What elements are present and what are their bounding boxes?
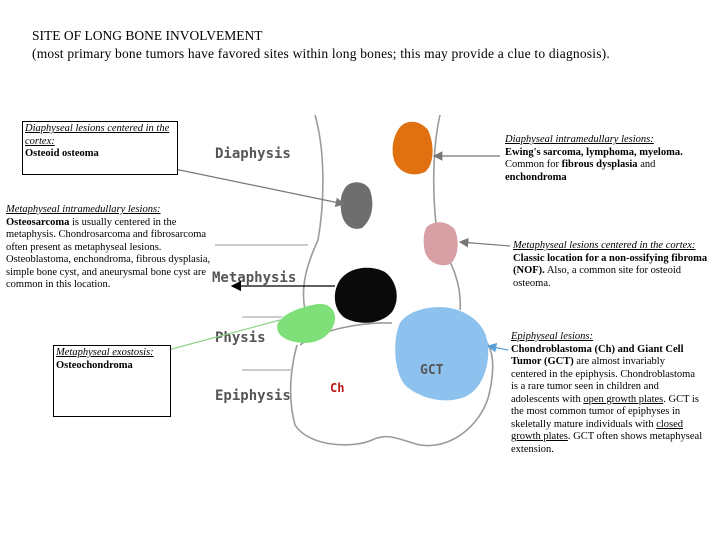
arrow-cortex — [170, 168, 344, 204]
lesion-diaphyseal-intramedullary — [393, 122, 433, 175]
label-epiphysis: Epiphysis — [215, 388, 291, 404]
box-epiphyseal-heading: Epiphyseal lesions: — [511, 331, 703, 344]
box-diaphyseal-intramedullary-text2: and — [638, 159, 656, 170]
label-physis: Physis — [215, 330, 266, 346]
arrow-epiphyseal — [488, 346, 508, 350]
box-diaphyseal-intramedullary-text1: Common for — [505, 159, 562, 170]
box-metaphyseal-cortex: Metaphyseal lesions centered in the cort… — [513, 240, 718, 290]
box-diaphyseal-intramedullary: Diaphyseal intramedullary lesions:Ewing'… — [505, 134, 715, 184]
box-metaphyseal-exostosis-heading: Metaphyseal exostosis: — [56, 347, 168, 360]
label-ch: Ch — [330, 381, 344, 395]
box-metaphyseal-exostosis: Metaphyseal exostosis: Osteochondroma — [53, 345, 171, 417]
box-diaphyseal-intramedullary-bold3: enchondroma — [505, 172, 567, 183]
box-metaphyseal-intramedullary: Metaphyseal intramedullary lesions:Osteo… — [6, 204, 216, 292]
lesion-diaphyseal-cortex — [341, 182, 373, 229]
lesion-metaphyseal-intramedullary — [335, 268, 397, 323]
arrow-metaphyseal-cortex — [460, 242, 510, 246]
box-metaphyseal-cortex-heading: Metaphyseal lesions centered in the cort… — [513, 240, 718, 253]
box-diaphyseal-cortex-tumor: Osteoid osteoma — [25, 148, 99, 159]
box-metaphyseal-exostosis-tumor: Osteochondroma — [56, 360, 133, 371]
box-diaphyseal-intramedullary-tumors: Ewing's sarcoma, lymphoma, myeloma. — [505, 147, 683, 158]
label-metaphysis: Metaphysis — [212, 270, 296, 286]
lesion-metaphyseal-cortex — [424, 222, 458, 265]
box-diaphyseal-cortex: Diaphyseal lesions centered in the corte… — [22, 121, 178, 175]
lesion-gct — [395, 307, 488, 400]
box-epiphyseal-open-plates: open growth plates — [583, 394, 663, 405]
box-diaphyseal-cortex-heading: Diaphyseal lesions centered in the corte… — [25, 123, 175, 148]
lesion-metaphyseal-exostosis — [277, 304, 335, 343]
label-diaphysis: Diaphysis — [215, 146, 291, 162]
box-metaphyseal-intramedullary-heading: Metaphyseal intramedullary lesions: — [6, 204, 216, 217]
box-epiphyseal: Epiphyseal lesions:Chondroblastoma (Ch) … — [511, 331, 703, 456]
label-gct: GCT — [420, 363, 444, 378]
box-metaphyseal-intramedullary-tumor: Osteosarcoma — [6, 217, 69, 228]
box-diaphyseal-intramedullary-heading: Diaphyseal intramedullary lesions: — [505, 134, 715, 147]
box-diaphyseal-intramedullary-bold2: fibrous dysplasia — [562, 159, 638, 170]
